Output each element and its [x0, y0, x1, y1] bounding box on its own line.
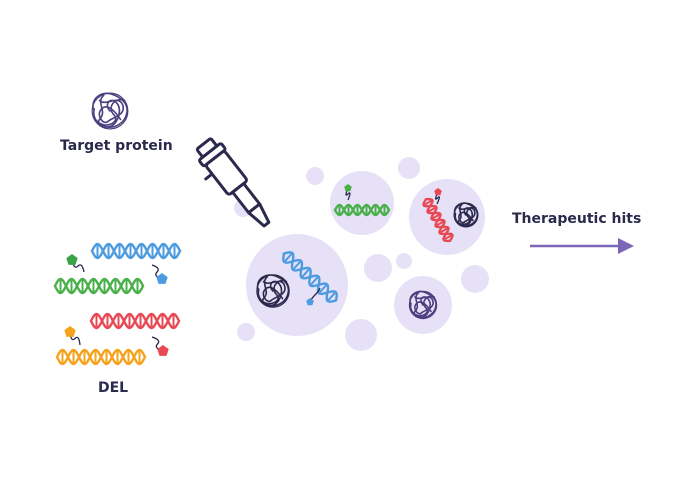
del-label: DEL — [98, 380, 129, 396]
dna-strands — [53, 197, 454, 366]
proteins — [91, 92, 479, 320]
right-arrow-icon — [530, 238, 634, 254]
dna-helix-icon — [55, 348, 147, 366]
pentagon-ligand-icon — [306, 287, 321, 306]
bubble — [306, 167, 324, 185]
pipette-icon — [195, 137, 271, 228]
pentagon-ligand-icon — [64, 326, 81, 346]
screening-bubbles — [234, 157, 489, 351]
tangled-protein-icon — [408, 290, 438, 320]
bubble — [396, 253, 412, 269]
bubble — [398, 157, 420, 179]
pentagon-ligand-icon — [151, 336, 169, 356]
pentagon-ligand-icon — [434, 188, 442, 205]
dna-helix-icon — [90, 242, 182, 260]
bubble — [330, 171, 394, 235]
dna-helix-icon — [422, 197, 454, 243]
bubble — [237, 323, 255, 341]
dna-helix-icon — [53, 277, 145, 295]
therapeutic-hits-label: Therapeutic hits — [512, 211, 642, 227]
target-protein-label: Target protein — [60, 138, 173, 154]
pentagon-ligand-icon — [66, 254, 85, 273]
bubble — [364, 254, 392, 282]
pentagon-ligand-icon — [344, 184, 352, 201]
tangled-protein-icon — [91, 92, 129, 130]
bubble — [345, 319, 377, 351]
dna-helix-icon — [89, 312, 181, 330]
ligands — [64, 184, 442, 356]
pentagon-ligand-icon — [151, 264, 168, 284]
dna-helix-icon — [282, 251, 338, 303]
bubble — [246, 234, 348, 336]
tangled-protein-icon — [453, 202, 479, 228]
dna-helix-icon — [333, 203, 391, 217]
tangled-protein-icon — [256, 274, 290, 308]
bubble — [461, 265, 489, 293]
